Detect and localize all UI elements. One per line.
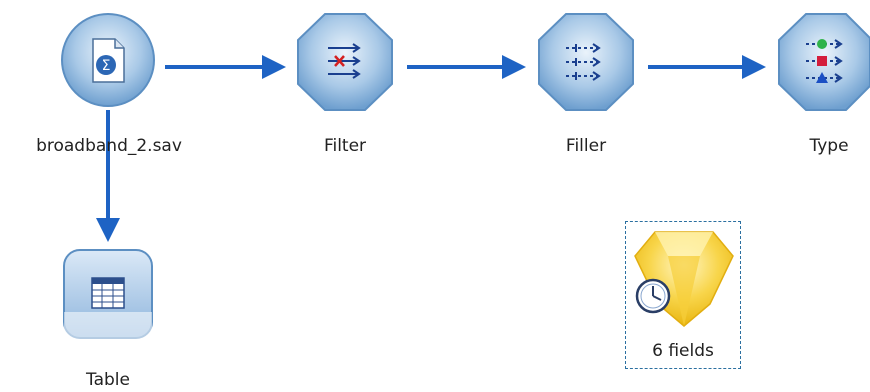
filter-icon bbox=[328, 43, 361, 79]
table-icon bbox=[91, 277, 125, 309]
selected-node-outline bbox=[625, 221, 741, 369]
label-table: Table bbox=[86, 370, 130, 390]
node-type[interactable] bbox=[778, 13, 870, 111]
node-table[interactable] bbox=[63, 249, 153, 352]
node-filter[interactable] bbox=[297, 13, 393, 111]
label-source: broadband_2.sav bbox=[36, 136, 182, 156]
label-filler: Filler bbox=[565, 136, 607, 156]
label-filter: Filter bbox=[323, 136, 367, 156]
filler-icon bbox=[566, 43, 601, 81]
spss-file-icon: Σ bbox=[92, 38, 125, 83]
node-source[interactable]: Σ bbox=[61, 13, 155, 107]
type-icon bbox=[806, 39, 843, 83]
label-type: Type bbox=[809, 136, 849, 156]
node-filler[interactable] bbox=[538, 13, 634, 111]
svg-text:Σ: Σ bbox=[102, 58, 111, 74]
connectors bbox=[96, 55, 766, 242]
node-model-nugget[interactable] bbox=[634, 231, 734, 327]
clock-icon bbox=[635, 278, 671, 314]
label-model-nugget: 6 fields bbox=[652, 341, 714, 361]
